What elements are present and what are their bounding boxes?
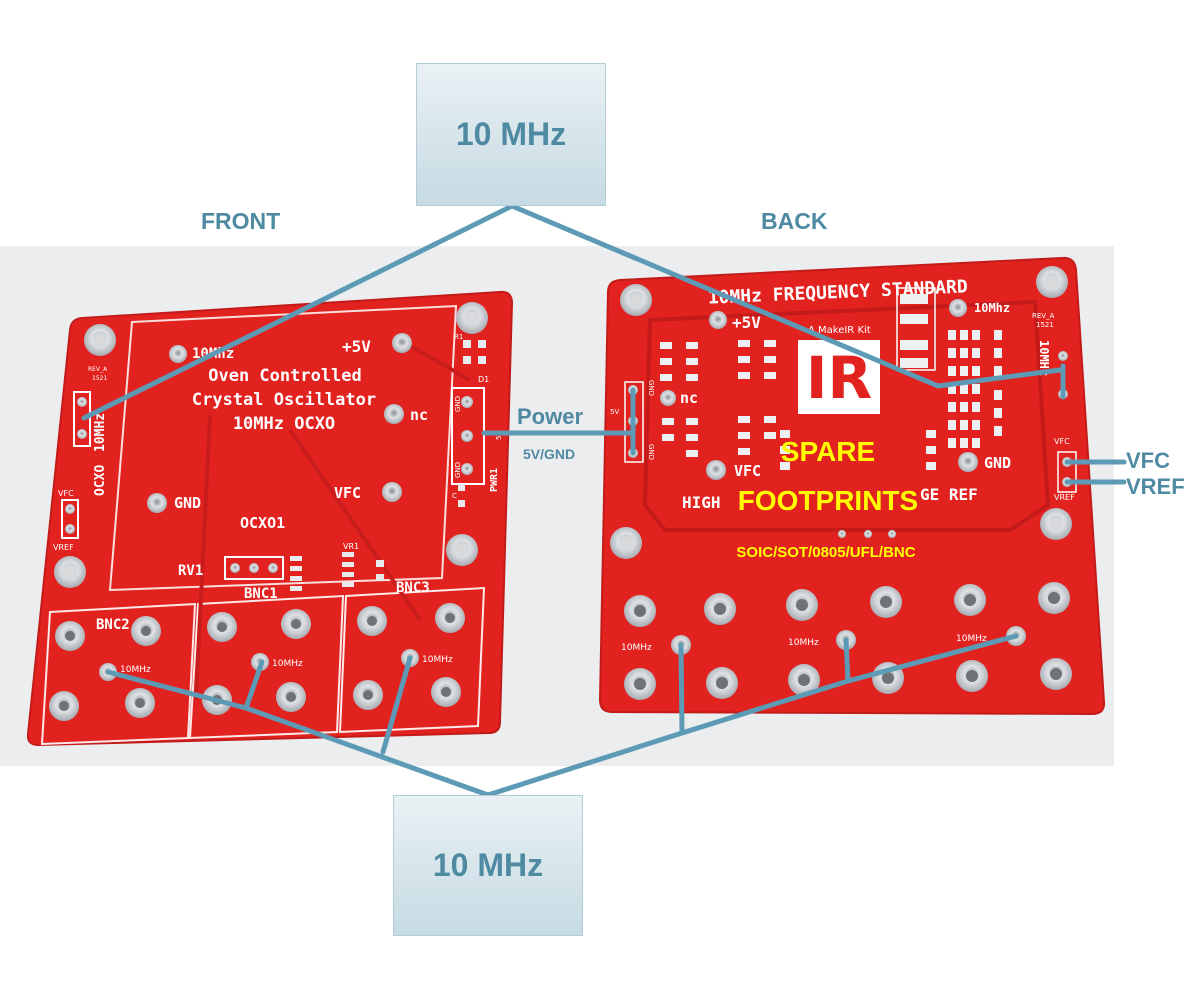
back-hdr-5v: 5V [610, 408, 619, 416]
back-small-vfc: VFC [1054, 437, 1070, 446]
front-side-vfc: VFC [58, 489, 74, 498]
power-label: Power [517, 404, 584, 429]
front-ref-vr1: VR1 [343, 542, 359, 551]
front-board: Oven Controlled Crystal Oscillator 10MHz… [26, 290, 514, 747]
back-small-vref: VREF [1054, 493, 1075, 502]
back-pin-gnd: GND [984, 454, 1011, 472]
back-bnc-10mhz-left: 10MHz [621, 643, 652, 653]
spare-label-line1: SPARE [781, 436, 875, 467]
front-ref-c: C [452, 492, 457, 500]
front-ref-pwr1: PWR1 [489, 468, 500, 492]
spare-label-sub: SOIC/SOT/0805/UFL/BNC [736, 544, 915, 561]
vref-label: VREF [1126, 474, 1185, 499]
bottom-10mhz-callout: 10 MHz [393, 795, 583, 936]
back-side-10mhz: 10MHz [1037, 340, 1051, 376]
back-hdr-gnd-bottom: GND [647, 444, 655, 460]
front-bnc1-10mhz: 10MHz [272, 659, 303, 669]
front-side-10mhz: 10MHz [93, 413, 108, 452]
front-ref-ocxo1: OCXO1 [240, 514, 285, 532]
back-label: BACK [761, 208, 828, 234]
back-bottom-text-right: GE REF [920, 485, 978, 504]
front-rev: REV_A [88, 366, 108, 373]
front-bnc1: BNC1 [244, 586, 278, 602]
back-pin-10mhz: 10Mhz [974, 301, 1010, 315]
front-bnc2: BNC2 [96, 617, 130, 633]
power-sublabel: 5V/GND [523, 446, 576, 462]
front-side-vref: VREF [53, 543, 74, 552]
spare-label-line2: FOOTPRINTS [738, 485, 918, 516]
front-label: FRONT [201, 208, 281, 234]
front-hdr-gnd-top: GND [454, 396, 462, 412]
back-pin-5v: +5V [732, 313, 761, 332]
front-pin-vfc: VFC [334, 484, 361, 502]
front-side-ocxo: OCXO [93, 465, 108, 496]
back-bnc-10mhz-mid: 10MHz [788, 638, 819, 648]
front-hdr-gnd-bottom: GND [454, 462, 462, 478]
front-title-line2: Crystal Oscillator [192, 390, 376, 410]
front-date: 1521 [92, 375, 107, 382]
back-pin-nc: nc [680, 389, 698, 407]
vfc-label: VFC [1126, 448, 1170, 473]
back-bnc-10mhz-right: 10MHz [956, 634, 987, 644]
front-ref-rv1: RV1 [178, 563, 203, 579]
front-pin-5v: +5V [342, 337, 371, 356]
top-10mhz-callout: 10 MHz [416, 63, 606, 206]
back-kit: A MakeIR Kit [808, 325, 871, 336]
back-board: IR [598, 256, 1106, 716]
back-pin-vfc: VFC [734, 462, 761, 480]
front-pin-gnd: GND [174, 494, 201, 512]
back-hdr-gnd-top: GND [647, 380, 655, 396]
front-bnc3-10mhz: 10MHz [422, 655, 453, 665]
front-bnc2-10mhz: 10MHz [120, 665, 151, 675]
front-ref-d1: D1 [478, 375, 489, 384]
back-rev: REV_A [1032, 312, 1055, 320]
front-bnc3: BNC3 [396, 580, 430, 596]
front-title-line1: Oven Controlled [208, 366, 362, 386]
back-date: 1521 [1036, 321, 1054, 329]
front-title-line3: 10MHz OCXO [233, 414, 335, 434]
front-ref-r1: R1 [454, 333, 463, 341]
back-bottom-text-left: HIGH [682, 493, 721, 512]
callout-connectors [81, 203, 1127, 798]
front-pin-nc: nc [410, 406, 428, 424]
